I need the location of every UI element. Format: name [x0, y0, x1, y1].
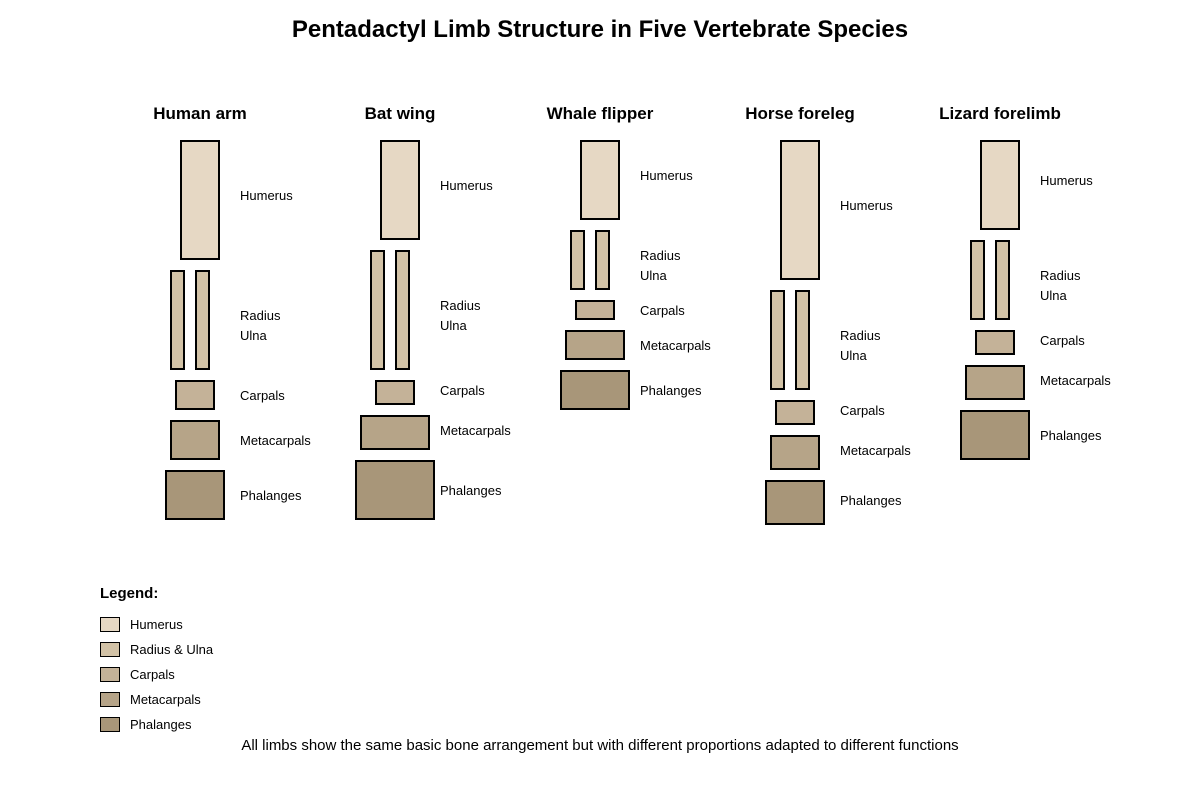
radius-label: Radius — [1040, 268, 1081, 283]
phalanges-label: Phalanges — [440, 483, 502, 498]
legend-swatch — [100, 717, 120, 732]
radius-label: Radius — [440, 298, 481, 313]
radius-bone — [570, 230, 585, 290]
humerus-label: Humerus — [1040, 173, 1093, 188]
legend-item-radius-ulna: Radius & Ulna — [100, 641, 213, 666]
legend: Legend: Humerus Radius & Ulna Carpals Me… — [100, 585, 213, 741]
metacarpals-bone — [770, 435, 820, 470]
ulna-bone — [595, 230, 610, 290]
legend-label: Phalanges — [130, 717, 192, 732]
legend-swatch — [100, 692, 120, 707]
metacarpals-label: Metacarpals — [240, 433, 311, 448]
carpals-label: Carpals — [840, 403, 885, 418]
metacarpals-label: Metacarpals — [640, 338, 711, 353]
carpals-label: Carpals — [1040, 333, 1085, 348]
limb-title: Whale flipper — [546, 104, 654, 123]
ulna-bone — [795, 290, 810, 390]
ulna-bone — [995, 240, 1010, 320]
legend-item-carpals: Carpals — [100, 666, 175, 691]
ulna-label: Ulna — [240, 328, 267, 343]
radius-bone — [370, 250, 385, 370]
metacarpals-bone — [360, 415, 430, 450]
ulna-label: Ulna — [640, 268, 667, 283]
legend-label: Radius & Ulna — [130, 642, 214, 657]
legend-label: Metacarpals — [130, 692, 201, 707]
ulna-bone — [395, 250, 410, 370]
radius-label: Radius — [640, 248, 681, 263]
limb-bat-wing: Bat wing Humerus Radius Ulna Carpals Met… — [300, 104, 511, 544]
limb-human-arm: Human arm Humerus Radius Ulna Carpals Me… — [100, 104, 311, 544]
humerus-label: Humerus — [840, 198, 893, 213]
humerus-label: Humerus — [240, 188, 293, 203]
phalanges-label: Phalanges — [1040, 428, 1102, 443]
legend-item-phalanges: Phalanges — [100, 716, 191, 741]
limb-title: Horse foreleg — [745, 104, 855, 123]
carpals-bone — [375, 380, 415, 405]
carpals-bone — [575, 300, 615, 320]
carpals-label: Carpals — [240, 388, 285, 403]
limb-title: Lizard forelimb — [939, 104, 1061, 123]
metacarpals-bone — [170, 420, 220, 460]
phalanges-bone — [355, 460, 435, 520]
ulna-label: Ulna — [1040, 288, 1067, 303]
phalanges-bone — [165, 470, 225, 520]
legend-label: Carpals — [130, 667, 175, 682]
legend-swatch — [100, 642, 120, 657]
carpals-label: Carpals — [640, 303, 685, 318]
humerus-bone — [380, 140, 420, 240]
ulna-label: Ulna — [440, 318, 467, 333]
radius-bone — [770, 290, 785, 390]
carpals-label: Carpals — [440, 383, 485, 398]
metacarpals-label: Metacarpals — [1040, 373, 1111, 388]
legend-title: Legend: — [100, 585, 159, 602]
phalanges-label: Phalanges — [640, 383, 702, 398]
ulna-bone — [195, 270, 210, 370]
humerus-bone — [980, 140, 1020, 230]
metacarpals-label: Metacarpals — [840, 443, 911, 458]
phalanges-bone — [960, 410, 1030, 460]
phalanges-label: Phalanges — [840, 493, 902, 508]
humerus-bone — [780, 140, 820, 280]
metacarpals-label: Metacarpals — [440, 423, 511, 438]
carpals-bone — [775, 400, 815, 425]
radius-bone — [170, 270, 185, 370]
humerus-label: Humerus — [440, 178, 493, 193]
ulna-label: Ulna — [840, 348, 867, 363]
caption: All limbs show the same basic bone arran… — [241, 737, 959, 754]
limb-horse-foreleg: Horse foreleg Humerus Radius Ulna Carpal… — [700, 104, 911, 544]
legend-item-humerus: Humerus — [100, 616, 183, 641]
humerus-label: Humerus — [640, 168, 693, 183]
radius-label: Radius — [240, 308, 281, 323]
phalanges-bone — [560, 370, 630, 410]
page-title: Pentadactyl Limb Structure in Five Verte… — [291, 16, 909, 43]
humerus-bone — [180, 140, 220, 260]
radius-bone — [970, 240, 985, 320]
metacarpals-bone — [965, 365, 1025, 400]
humerus-bone — [580, 140, 620, 220]
legend-swatch — [100, 667, 120, 682]
legend-item-metacarpals: Metacarpals — [100, 691, 201, 716]
phalanges-label: Phalanges — [240, 488, 302, 503]
limb-title: Bat wing — [364, 104, 436, 123]
phalanges-bone — [765, 480, 825, 525]
legend-swatch — [100, 617, 120, 632]
limb-lizard-forelimb: Lizard forelimb Humerus Radius Ulna Carp… — [900, 104, 1111, 544]
limb-title: Human arm — [153, 104, 247, 123]
carpals-bone — [975, 330, 1015, 355]
carpals-bone — [175, 380, 215, 410]
limb-whale-flipper: Whale flipper Humerus Radius Ulna Carpal… — [500, 104, 711, 544]
radius-label: Radius — [840, 328, 881, 343]
metacarpals-bone — [565, 330, 625, 360]
legend-label: Humerus — [130, 617, 183, 632]
